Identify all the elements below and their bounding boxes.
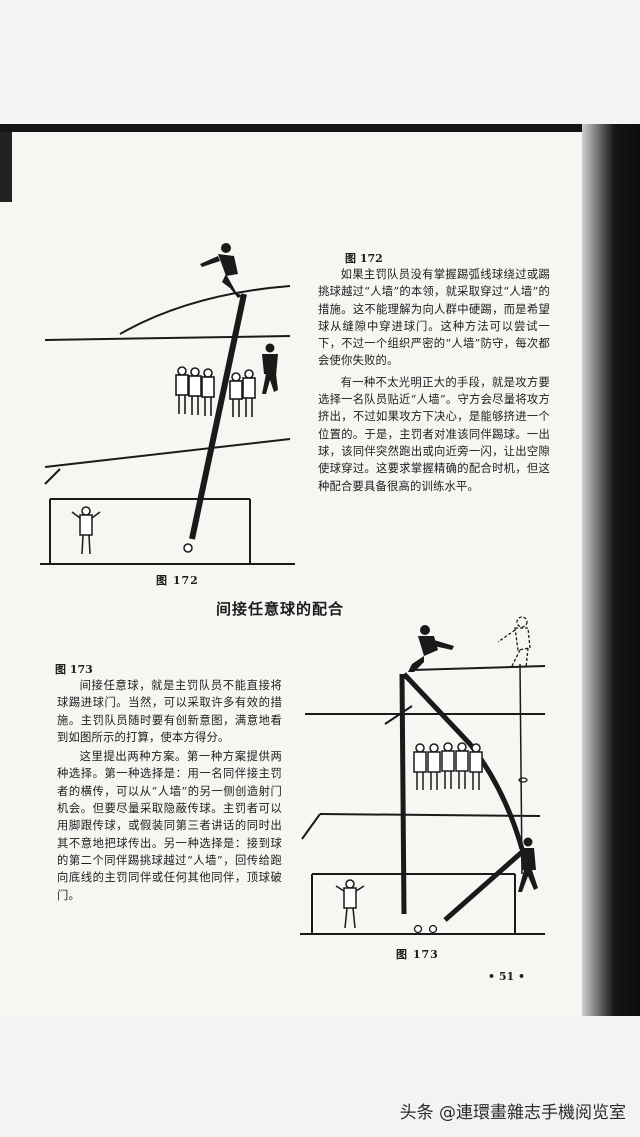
page-number: • 51 • (488, 970, 526, 983)
section-title: 间接任意球的配合 (215, 600, 344, 618)
figure-172-text: 如果主罚队员没有掌握踢弧线球绕过或踢挑球越过“人墙”的本领，就采取穿过“人墙”的… (318, 266, 550, 495)
scan-shadow-left (0, 132, 12, 202)
figure-173-caption: 图 173 (396, 948, 439, 961)
watermark: 头条 @連環畫雜志手機阅览室 (399, 1103, 626, 1123)
book-page: 图 172 如果主罚队员没有掌握踢弧线球绕过或踢挑球越过“人墙”的本领，就采取穿… (0, 124, 640, 1016)
scan-shadow-right (582, 124, 640, 1016)
figure-172-label: 图 172 (345, 252, 383, 265)
figure-173-text: 间接任意球，就是主罚队员不能直接将球踢进球门。当然，可以采取许多有效的措施。主罚… (57, 677, 282, 904)
figure-173-label: 图 173 (55, 663, 93, 676)
figure-173-illustration (300, 616, 546, 935)
paragraph: 如果主罚队员没有掌握踢弧线球绕过或踢挑球越过“人墙”的本领，就采取穿过“人墙”的… (318, 268, 550, 368)
top-margin (0, 0, 640, 124)
figure-172-illustration (40, 243, 295, 565)
paragraph: 间接任意球，就是主罚队员不能直接将球踢进球门。当然，可以采取许多有效的措施。主罚… (57, 679, 282, 744)
paragraph: 有一种不太光明正大的手段，就是攻方要选择一名队员贴近“人墙”。守方会尽量将攻方挤… (318, 375, 550, 493)
footer-area (0, 1016, 640, 1137)
paragraph: 这里提出两种方案。第一种方案提供两种选择。第一种选择是：用一名同伴接主罚者的横传… (57, 750, 282, 902)
figure-172-caption: 图 172 (156, 574, 199, 587)
scan-shadow-top (0, 124, 640, 132)
